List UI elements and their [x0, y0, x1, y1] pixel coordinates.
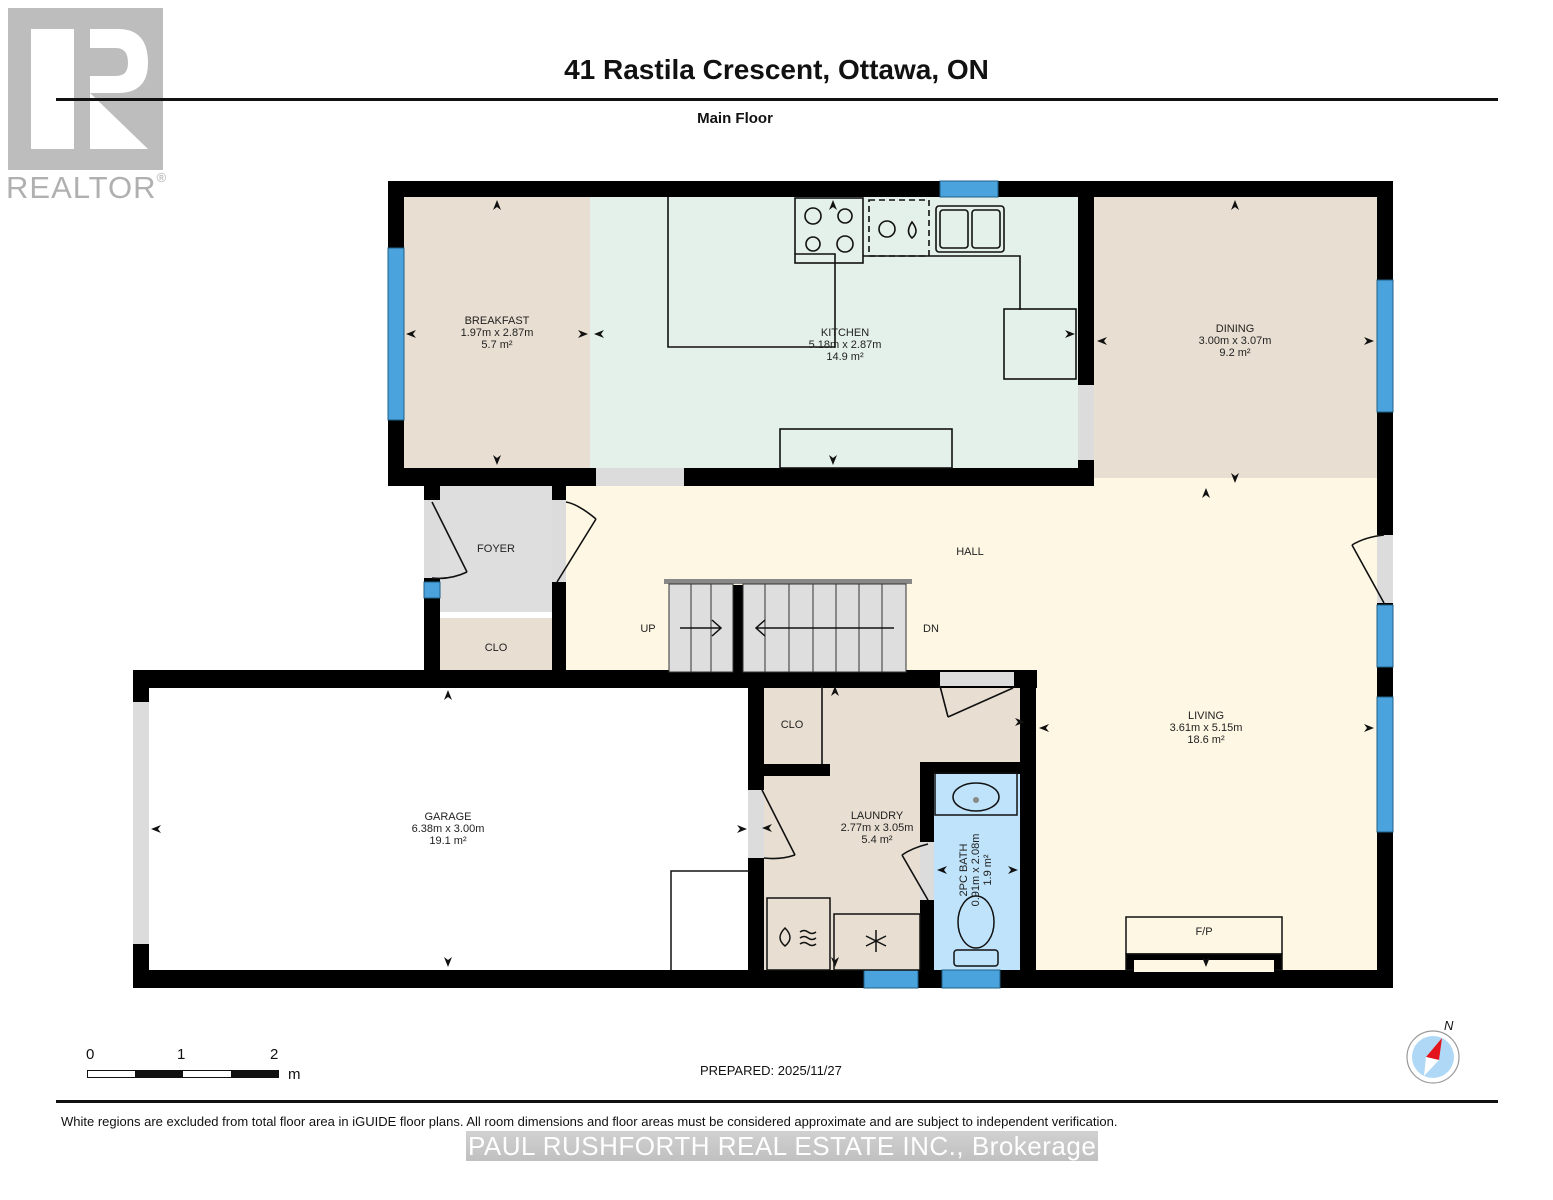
- fireplace-label: F/P: [1195, 926, 1213, 938]
- room-dims: 3.00m x 3.07m: [1198, 335, 1272, 347]
- floor-label: Main Floor: [697, 110, 773, 127]
- room-dims: 6.38m x 3.00m: [411, 823, 485, 835]
- fridge-icon: [1003, 308, 1077, 380]
- room-2pc-bath: 2PC BATH 0.91m x 2.08m 1.9 m²: [958, 810, 994, 930]
- realtor-r-icon: [31, 29, 148, 149]
- stairs-down-label: DN: [923, 623, 939, 635]
- room-laundry: LAUNDRY 2.77m x 3.05m 5.4 m²: [817, 810, 937, 846]
- room-dining: DINING 3.00m x 3.07m 9.2 m²: [1175, 323, 1295, 359]
- room-foyer-closet: CLO: [484, 642, 508, 654]
- furnace-icon: [833, 913, 921, 971]
- bath-fixtures: [934, 772, 1018, 967]
- footer-divider: [56, 1100, 1498, 1103]
- room-name: LAUNDRY: [850, 810, 904, 822]
- header-divider: [56, 98, 1498, 101]
- brokerage-watermark: PAUL RUSHFORTH REAL ESTATE INC., Brokera…: [466, 1131, 1099, 1161]
- door-swings: [431, 501, 1385, 901]
- room-area: 5.7 m²: [481, 339, 513, 351]
- compass-north-label: N: [1444, 1018, 1454, 1033]
- arrow-right-icon: [680, 619, 723, 637]
- room-area: 18.6 m²: [1187, 734, 1225, 746]
- walls: [133, 181, 1393, 988]
- scale-label-1: 1: [177, 1046, 186, 1063]
- room-area: 1.9 m²: [982, 854, 994, 886]
- room-dims: 0.91m x 2.08m: [970, 833, 982, 907]
- realtor-wordmark: REALTOR®: [6, 170, 167, 206]
- room-area: 14.9 m²: [826, 351, 864, 363]
- toilet-icon: [957, 895, 995, 949]
- room-area: 5.4 m²: [861, 834, 893, 846]
- room-dims: 3.61m x 5.15m: [1169, 722, 1243, 734]
- disclaimer-text: White regions are excluded from total fl…: [61, 1114, 1118, 1129]
- room-name: GARAGE: [424, 811, 472, 823]
- room-laundry-closet: CLO: [780, 719, 804, 731]
- windows: [387, 180, 1394, 989]
- garage-step: [670, 870, 750, 970]
- water-heater-icon: [766, 897, 831, 971]
- sink-icon: [952, 782, 1000, 812]
- realtor-text: REALTOR: [6, 170, 157, 205]
- compass-icon: N: [1406, 1018, 1460, 1084]
- dimension-arrows: [151, 200, 1374, 967]
- prepared-date: PREPARED: 2025/11/27: [700, 1063, 842, 1078]
- arrow-left-icon: [754, 619, 894, 637]
- room-breakfast: BREAKFAST 1.97m x 2.87m 5.7 m²: [437, 315, 557, 351]
- island-counter: [779, 428, 953, 469]
- stairs-up-label: UP: [640, 623, 656, 635]
- room-name: KITCHEN: [820, 327, 870, 339]
- room-dims: 2.77m x 3.05m: [840, 822, 914, 834]
- stove-icon: [794, 197, 864, 264]
- room-living: LIVING 3.61m x 5.15m 18.6 m²: [1146, 710, 1266, 746]
- room-foyer: FOYER: [477, 543, 515, 555]
- garage-area: [140, 686, 752, 976]
- door-openings: [133, 385, 1393, 944]
- fireplace: [1125, 916, 1283, 972]
- vanity-icon: [934, 772, 1018, 816]
- sink-icon: [935, 205, 1005, 253]
- foyer-closet-area: [432, 618, 560, 674]
- scale-bar-graphic: [87, 1070, 279, 1078]
- scale-label-2: 2: [270, 1046, 279, 1063]
- room-dims: 5.18m x 2.87m: [808, 339, 882, 351]
- room-name: DINING: [1215, 323, 1255, 335]
- room-area: 19.1 m²: [429, 835, 467, 847]
- room-name: LIVING: [1187, 710, 1225, 722]
- scale-unit: m: [288, 1066, 301, 1083]
- breakfast-area: [396, 190, 590, 470]
- kitchen-fixtures: [667, 197, 1077, 469]
- bath-area: [932, 770, 1022, 976]
- room-dims: 1.97m x 2.87m: [460, 327, 534, 339]
- scale-label-0: 0: [86, 1046, 95, 1063]
- room-garage: GARAGE 6.38m x 3.00m 19.1 m²: [388, 811, 508, 847]
- registered-mark: ®: [156, 170, 168, 185]
- staircase: [664, 579, 912, 673]
- room-area: 9.2 m²: [1219, 347, 1251, 359]
- room-name: BREAKFAST: [464, 315, 530, 327]
- room-name: 2PC BATH: [958, 843, 970, 897]
- realtor-logo: [8, 8, 163, 170]
- page-title: 41 Rastila Crescent, Ottawa, ON: [564, 54, 989, 85]
- room-hall: HALL: [956, 546, 984, 558]
- dining-area: [1094, 190, 1384, 486]
- room-kitchen: KITCHEN 5.18m x 2.87m 14.9 m²: [785, 327, 905, 363]
- compass: N: [1400, 1016, 1470, 1088]
- laundry-fixtures: [766, 897, 921, 971]
- scale-bar: 0 1 2 m: [84, 1046, 314, 1086]
